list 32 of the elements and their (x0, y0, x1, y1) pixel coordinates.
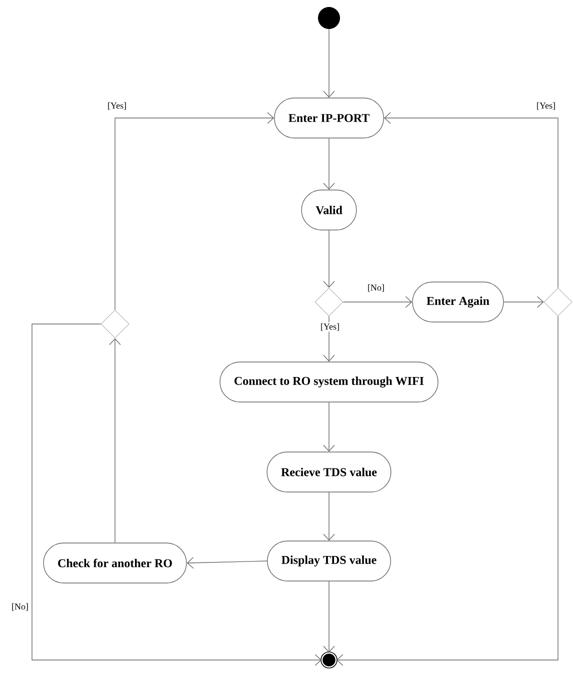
edge-label: [No] (366, 283, 386, 293)
action-box: Connect to RO system through WIFI (220, 362, 438, 402)
arrow (323, 138, 335, 190)
arrow (336, 316, 558, 666)
arrow (32, 324, 322, 666)
arrow (384, 112, 558, 288)
action-box: Enter Again (412, 282, 504, 322)
arrow (323, 316, 335, 362)
arrow (323, 230, 335, 288)
action-box: Recieve TDS value (266, 452, 392, 492)
arrow (323, 402, 335, 452)
arrow (109, 338, 121, 543)
arrow (323, 492, 335, 541)
edge-label: [No] (10, 602, 30, 612)
arrow (186, 557, 268, 569)
arrow (323, 581, 335, 653)
arrow (323, 28, 335, 98)
action-box: Check for another RO (43, 542, 187, 584)
action-box: Enter IP-PORT (274, 98, 384, 138)
edge-label: [Yes] (106, 101, 128, 111)
decision-diamond (314, 288, 344, 316)
decision-diamond (100, 310, 130, 338)
end-dot (320, 652, 338, 668)
edge-label: [Yes] (319, 322, 341, 332)
arrow (503, 296, 544, 308)
start-dot (318, 7, 340, 29)
action-box: Display TDS value (266, 540, 392, 582)
edge-label: [Yes] (535, 101, 557, 111)
arrow (342, 296, 412, 308)
arrow (114, 112, 274, 310)
action-box: Valid (301, 190, 357, 230)
decision-diamond (544, 288, 572, 316)
